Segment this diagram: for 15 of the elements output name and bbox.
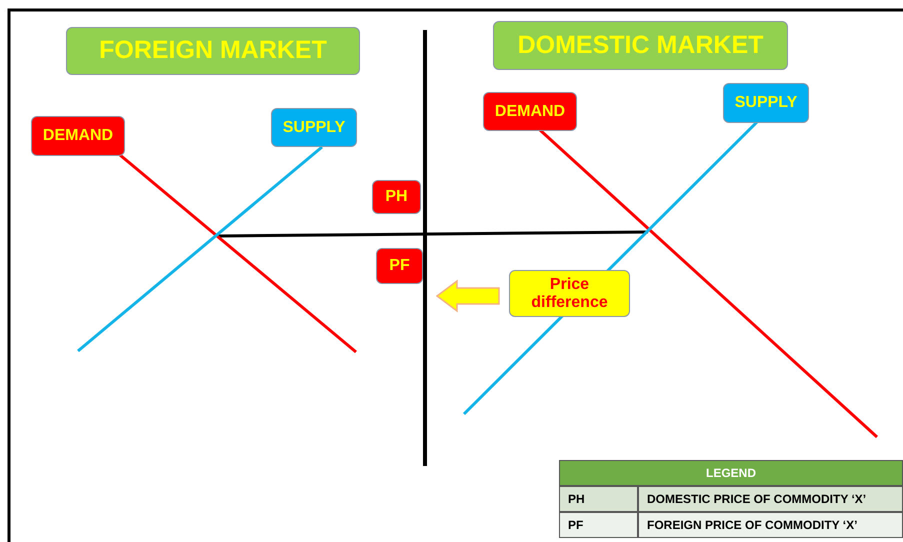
table-cell: FOREIGN PRICE OF COMMODITY ‘X’ — [638, 512, 903, 538]
note-box: Price difference — [509, 270, 630, 317]
block-arrow — [436, 280, 500, 312]
supply-label: SUPPLY — [723, 83, 809, 123]
demand-label: DEMAND — [31, 116, 125, 156]
price-label: PH — [372, 180, 421, 214]
price-label: PF — [376, 248, 423, 284]
demand-label: DEMAND — [483, 92, 577, 131]
legend-header: LEGEND — [559, 460, 903, 486]
market-title-box: FOREIGN MARKET — [66, 27, 360, 75]
table-cell: PH — [559, 486, 638, 512]
market-title-box: DOMESTIC MARKET — [493, 21, 788, 70]
table-cell: PF — [559, 512, 638, 538]
table-cell: DOMESTIC PRICE OF COMMODITY ‘X’ — [638, 486, 903, 512]
supply-label: SUPPLY — [271, 108, 357, 147]
